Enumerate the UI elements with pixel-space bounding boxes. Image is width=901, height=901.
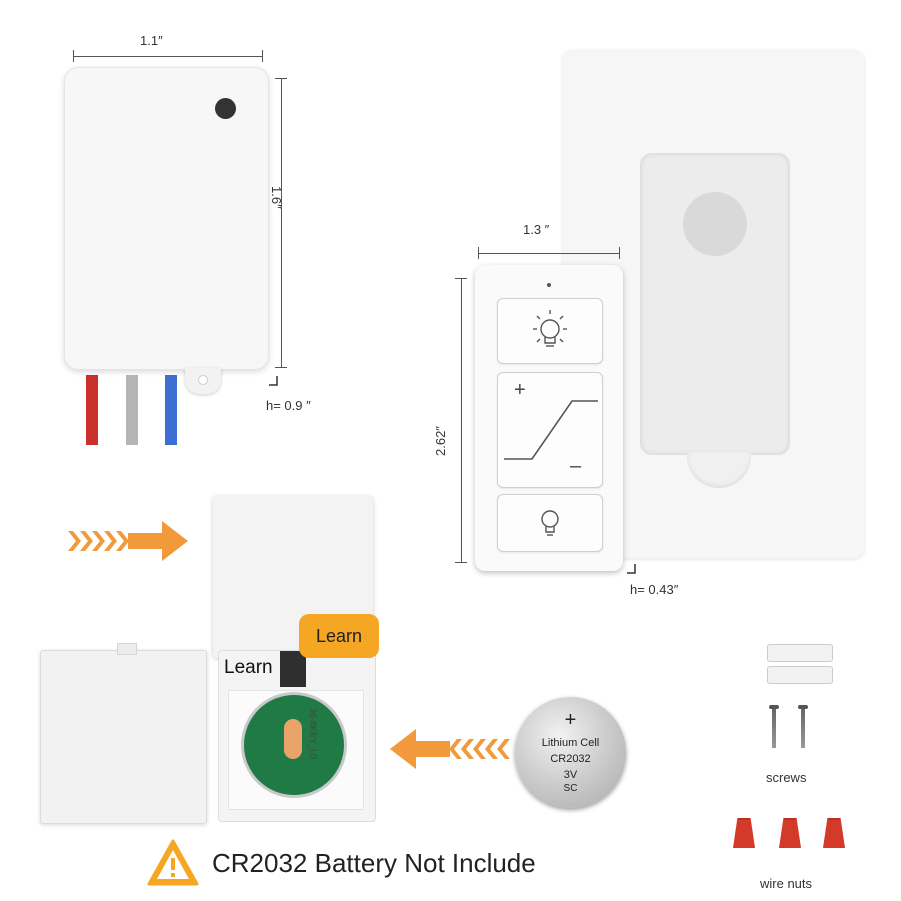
wire-blue bbox=[165, 375, 177, 445]
cover-clip bbox=[117, 643, 137, 655]
remote-depth-mark-icon bbox=[627, 564, 636, 574]
circuit-board bbox=[244, 695, 344, 795]
battery-line4: SC bbox=[563, 783, 578, 794]
receiver-width-line bbox=[73, 56, 263, 57]
receiver-depth-mark-icon bbox=[269, 376, 278, 386]
receiver-height-line bbox=[281, 78, 282, 368]
holder-magnet bbox=[683, 192, 747, 256]
cr2032-battery: + Lithium Cell CR2032 3V SC bbox=[515, 697, 626, 808]
warning-triangle-icon bbox=[147, 839, 199, 886]
light-on-button[interactable] bbox=[497, 298, 603, 364]
receiver-width-tick-right bbox=[262, 50, 263, 62]
receiver-height-label: 1.6″ bbox=[269, 186, 284, 209]
pcb-label: 36-8KEY_L0 bbox=[308, 708, 318, 760]
dimmer-ramp-icon bbox=[504, 400, 598, 460]
dimmer-button[interactable]: + – bbox=[497, 372, 603, 488]
battery-line2: CR2032 bbox=[550, 753, 591, 765]
wire-nut-3 bbox=[823, 818, 845, 848]
learn-label: Learn bbox=[224, 657, 273, 678]
light-bulb-off-icon bbox=[541, 510, 559, 536]
remote-height-tick-top bbox=[455, 278, 467, 279]
light-bulb-on-icon bbox=[533, 310, 567, 347]
screws-label: screws bbox=[766, 770, 807, 785]
screw-1 bbox=[769, 705, 779, 748]
wire-nut-2 bbox=[779, 818, 801, 848]
learn-callout: Learn bbox=[299, 614, 379, 658]
remote-height-label: 2.62″ bbox=[433, 426, 448, 456]
receiver-width-tick-left bbox=[73, 50, 74, 62]
wall-anchor-1 bbox=[767, 644, 833, 662]
arrow-left-icon bbox=[390, 729, 510, 769]
receiver-height-tick-bottom bbox=[275, 367, 287, 368]
battery-plus: + bbox=[564, 709, 577, 731]
wire-nuts-label: wire nuts bbox=[760, 876, 813, 891]
remote-width-tick-right bbox=[619, 247, 620, 259]
battery-line3: 3V bbox=[563, 769, 578, 781]
receiver-height-tick-top bbox=[275, 78, 287, 79]
arrow-right-icon bbox=[68, 521, 188, 561]
dimmer-minus: – bbox=[570, 455, 582, 477]
remote-width-tick-left bbox=[478, 247, 479, 259]
remote-control: + – bbox=[475, 265, 623, 571]
receiver-depth-label: h= 0.9 ″ bbox=[266, 398, 311, 413]
receiver-mount-tab bbox=[185, 368, 221, 394]
receiver-width-label: 1.1″ bbox=[140, 33, 163, 48]
remote-width-label: 1.3 ″ bbox=[523, 222, 550, 237]
remote-height-tick-bottom bbox=[455, 562, 467, 563]
receiver-module bbox=[64, 67, 269, 370]
battery-warning-text: CR2032 Battery Not Include bbox=[212, 848, 536, 878]
dimmer-plus: + bbox=[514, 379, 526, 401]
receiver-learn-led bbox=[215, 98, 236, 119]
screw-2 bbox=[798, 705, 808, 748]
remote-height-line bbox=[461, 278, 462, 563]
learn-button-component[interactable] bbox=[280, 651, 306, 687]
battery-contact bbox=[284, 719, 302, 759]
wire-red bbox=[86, 375, 98, 445]
light-off-button[interactable] bbox=[497, 494, 603, 552]
wire-nut-1 bbox=[733, 818, 755, 848]
remote-width-line bbox=[478, 253, 620, 254]
wall-anchor-2 bbox=[767, 666, 833, 684]
battery-line1: Lithium Cell bbox=[541, 737, 600, 749]
remote-depth-label: h= 0.43″ bbox=[630, 582, 679, 597]
remote-indicator-dot bbox=[547, 283, 551, 287]
wire-grey bbox=[126, 375, 138, 445]
back-cover bbox=[40, 643, 207, 824]
